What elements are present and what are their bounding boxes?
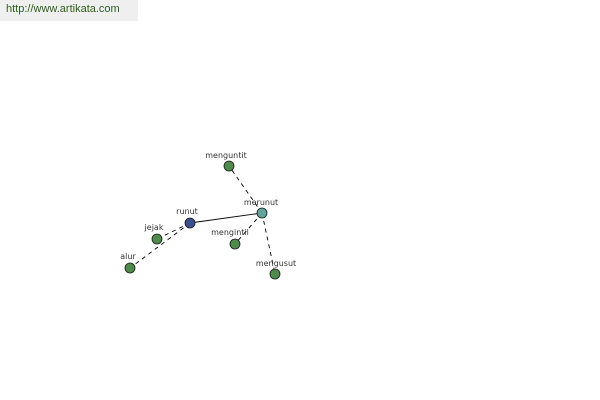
node-label-menguntit[interactable]: menguntit <box>205 151 247 160</box>
graph-edges <box>129 165 276 275</box>
edge-merunut-menguntit <box>228 165 263 214</box>
node-label-mengintil[interactable]: mengintil <box>211 228 249 237</box>
node-label-runut[interactable]: runut <box>176 207 198 216</box>
edge-merunut-mengusut <box>261 212 276 275</box>
edge-runut-merunut <box>189 212 263 224</box>
node-menguntit[interactable] <box>223 160 235 172</box>
node-mengusut[interactable] <box>269 268 281 280</box>
node-jejak[interactable] <box>151 233 163 245</box>
node-label-jejak[interactable]: jejak <box>144 223 164 232</box>
node-mengintil[interactable] <box>229 238 241 250</box>
node-alur[interactable] <box>124 262 136 274</box>
node-merunut[interactable] <box>256 207 268 219</box>
graph-nodes: runut merunut menguntit mengintil mengusut je… <box>120 151 296 280</box>
edge-runut-jejak <box>156 222 191 240</box>
node-runut[interactable] <box>184 217 196 229</box>
edge-merunut-mengintil <box>234 212 263 245</box>
node-label-mengusut[interactable]: mengusut <box>256 259 296 268</box>
node-label-alur[interactable]: alur <box>120 252 136 261</box>
source-url[interactable]: http://www.artikata.com <box>0 0 138 21</box>
node-label-merunut[interactable]: merunut <box>244 198 278 207</box>
